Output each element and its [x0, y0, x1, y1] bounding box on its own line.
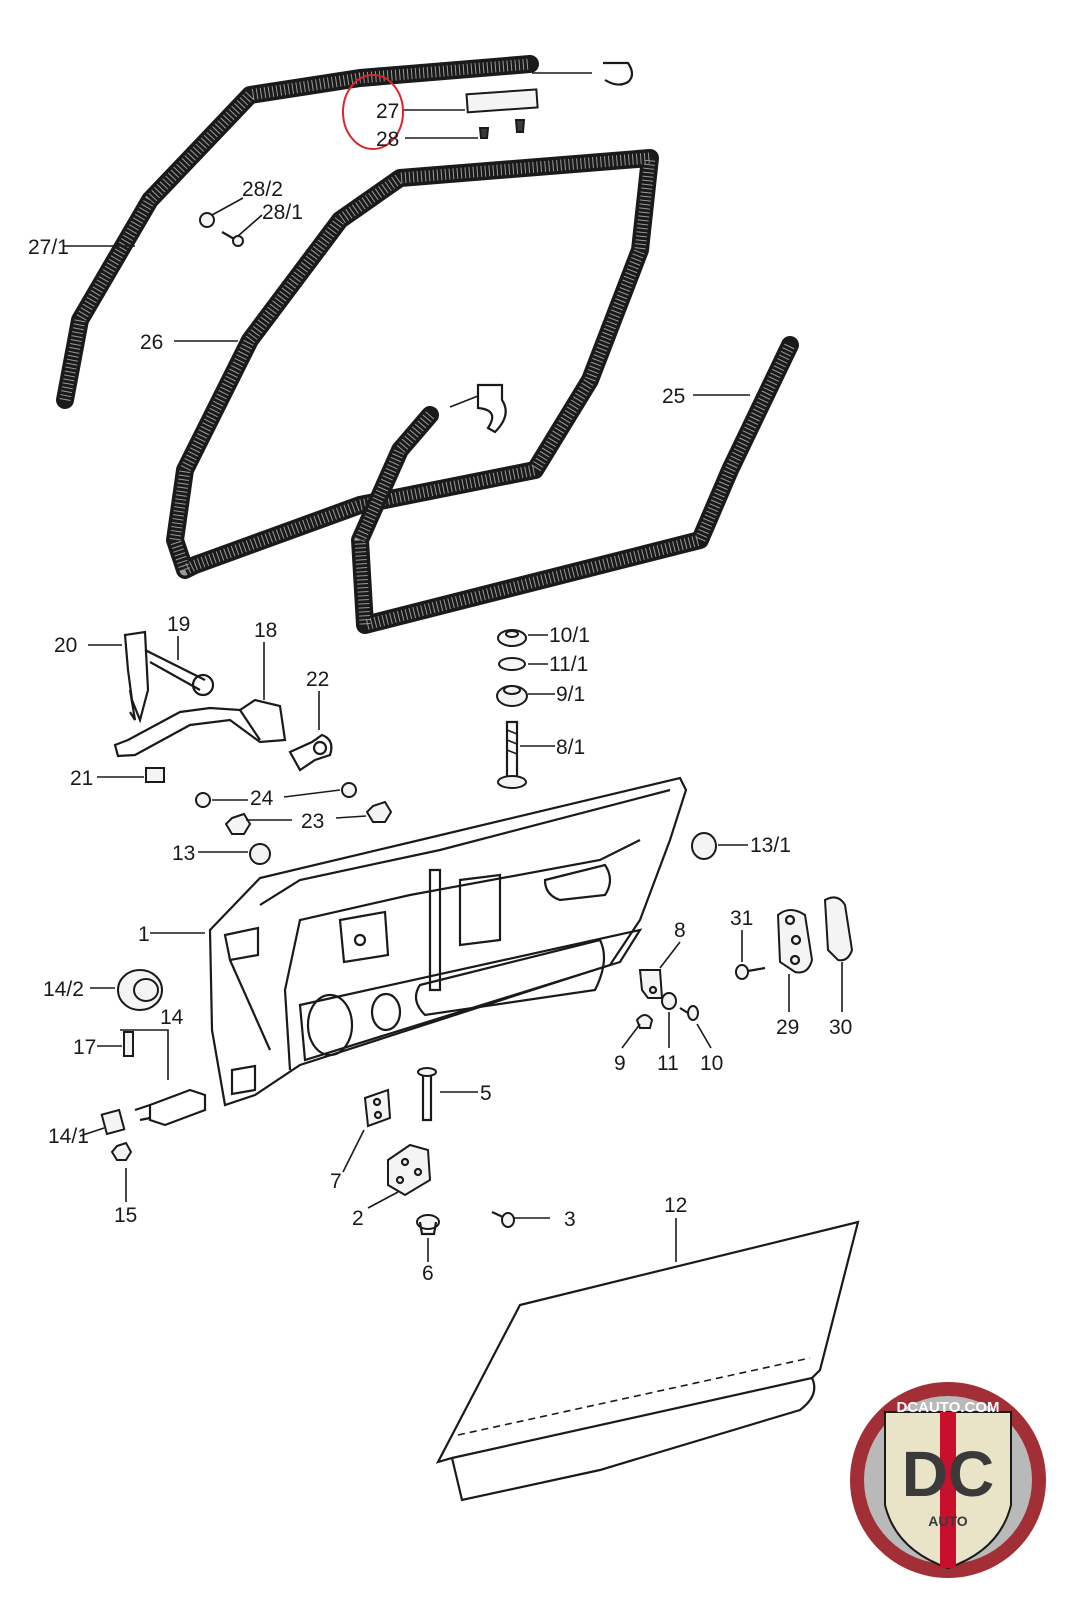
part-10-1-nut [497, 629, 527, 647]
label-5: 5 [480, 1082, 492, 1105]
part-7-hinge-plate [363, 1088, 392, 1128]
label-7: 7 [330, 1170, 342, 1193]
part-22-bracket [288, 733, 333, 772]
part-3-screw [491, 1211, 515, 1228]
part-30-gasket [823, 896, 854, 962]
label-28-2: 28/2 [242, 178, 283, 201]
label-27-1: 27/1 [28, 236, 69, 259]
label-31: 31 [730, 907, 753, 930]
seal-26-window [166, 149, 659, 579]
label-8-1: 8/1 [556, 736, 585, 759]
label-25: 25 [662, 385, 685, 408]
label-23: 23 [301, 810, 324, 833]
part-12-trim-panel [435, 1220, 860, 1502]
seal-25-inner [351, 336, 799, 634]
label-15: 15 [114, 1204, 137, 1227]
label-27: 27 [376, 100, 399, 123]
part-10-screw [679, 1005, 699, 1021]
part-14-striker [134, 1088, 207, 1127]
part-21-pad [145, 767, 165, 783]
label-1: 1 [138, 923, 150, 946]
label-10-1: 10/1 [549, 624, 590, 647]
part-14-1-plate [100, 1108, 126, 1136]
clip-26 [476, 383, 507, 434]
part-14-2-bumper [117, 969, 163, 1011]
logo-top-text: DCAUTO.COM [896, 1399, 999, 1416]
leader-lines [64, 72, 843, 1262]
label-13: 13 [172, 842, 195, 865]
label-13-1: 13/1 [750, 834, 791, 857]
seal-27-1-upper-frame [56, 55, 539, 409]
label-26: 26 [140, 331, 163, 354]
part-23-nuts [224, 800, 393, 835]
label-30: 30 [829, 1016, 852, 1039]
part-28-screws [478, 119, 526, 139]
part-13-plug [249, 843, 271, 865]
label-2: 2 [352, 1207, 364, 1230]
label-6: 6 [422, 1262, 434, 1285]
part-18-outer-handle [113, 698, 287, 758]
part-28-2-nut [199, 212, 215, 228]
part-17-pin [123, 1031, 134, 1057]
part-5-hinge-pin [417, 1067, 437, 1122]
label-14-1: 14/1 [48, 1125, 89, 1148]
logo-monogram: DC [902, 1438, 994, 1510]
highlight-circle [342, 74, 404, 150]
label-11-1: 11/1 [549, 653, 588, 676]
label-18: 18 [254, 619, 277, 642]
label-22: 22 [306, 668, 329, 691]
part-19-lock-cylinder [144, 649, 215, 697]
part-15-nut [110, 1141, 133, 1161]
label-17: 17 [73, 1036, 96, 1059]
part-11-washer [661, 992, 677, 1010]
label-8: 8 [674, 919, 686, 942]
part-2-hinge-plate [387, 1143, 432, 1197]
label-24: 24 [250, 787, 274, 810]
clip-hook [603, 61, 634, 86]
label-20: 20 [54, 634, 77, 657]
label-19: 19 [167, 613, 190, 636]
callout-labels: 27 28 28/2 28/1 27/1 26 25 20 19 18 22 2… [28, 100, 852, 1285]
label-21: 21 [70, 767, 93, 790]
part-8-1-bolt [497, 720, 527, 789]
door-shell-1 [208, 776, 688, 1107]
part-9-rubber [635, 1014, 654, 1029]
label-3: 3 [564, 1208, 576, 1231]
label-12: 12 [664, 1194, 687, 1217]
label-10: 10 [700, 1052, 723, 1075]
part-27-block [465, 88, 539, 114]
part-13-1-grommet [691, 832, 717, 860]
label-14: 14 [160, 1006, 184, 1029]
label-9: 9 [614, 1052, 626, 1075]
label-28: 28 [376, 128, 399, 151]
part-8-bracket [638, 969, 664, 999]
label-28-1: 28/1 [262, 201, 303, 224]
part-31-screw [735, 964, 766, 980]
dcauto-logo: DCAUTO.COM DC AUTO [850, 1382, 1046, 1578]
logo-bottom-text: AUTO [928, 1513, 968, 1529]
part-29-plate [776, 909, 814, 974]
part-20-lock-key [123, 630, 150, 724]
label-29: 29 [776, 1016, 799, 1039]
part-9-1-bushing [496, 685, 528, 707]
label-11: 11 [657, 1052, 679, 1075]
part-24-washers [195, 782, 357, 808]
label-14-2: 14/2 [43, 978, 84, 1001]
part-6-bushing [416, 1214, 440, 1236]
part-11-1-washer [498, 657, 526, 671]
label-9-1: 9/1 [556, 683, 585, 706]
